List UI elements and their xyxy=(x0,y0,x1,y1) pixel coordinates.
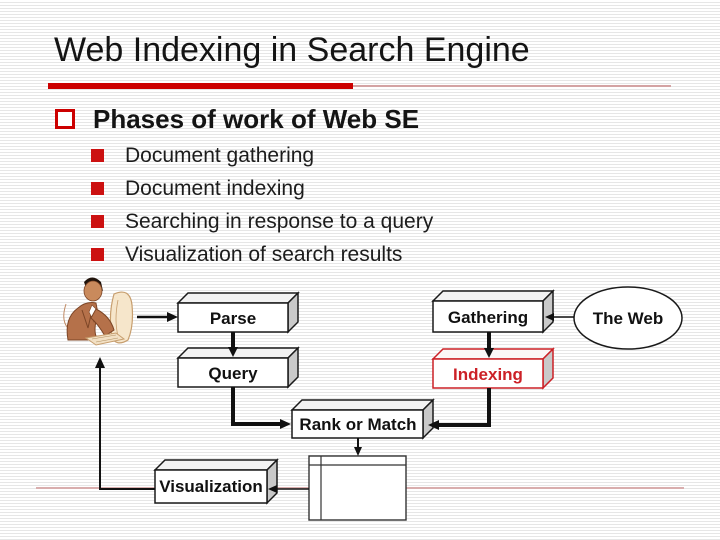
square-outline-bullet-icon xyxy=(55,109,75,129)
bullet-item: Visualization of search results xyxy=(91,238,433,271)
title-underline-thin xyxy=(353,85,671,87)
bullet-item-level1: Phases of work of Web SE xyxy=(55,103,419,135)
bullet-label: Document indexing xyxy=(125,176,305,200)
node-parse-label: Parse xyxy=(210,309,256,328)
node-indexing-label: Indexing xyxy=(453,365,523,384)
bullet-level1-label: Phases of work of Web SE xyxy=(93,103,420,134)
bullet-item: Document gathering xyxy=(91,139,433,172)
node-rank-or-match-label: Rank or Match xyxy=(299,415,416,434)
slide-title: Web Indexing in Search Engine xyxy=(54,31,530,69)
person-at-computer-icon xyxy=(63,277,134,346)
arrow-web-to-gathering xyxy=(545,313,574,321)
node-parse: Parse xyxy=(176,291,300,334)
square-bullet-icon xyxy=(91,248,104,261)
bullet-item: Searching in response to a query xyxy=(91,205,433,238)
bullet-item: Document indexing xyxy=(91,172,433,205)
bullet-label: Visualization of search results xyxy=(125,242,403,266)
node-the-web: The Web xyxy=(573,286,683,350)
node-query-label: Query xyxy=(208,364,258,383)
node-query: Query xyxy=(176,346,300,389)
node-the-web-label: The Web xyxy=(593,309,664,328)
bullet-list-level2: Document gathering Document indexing Sea… xyxy=(91,139,433,271)
arrow-user-to-parse xyxy=(137,312,178,322)
bullet-label: Document gathering xyxy=(125,143,315,167)
node-gathering-label: Gathering xyxy=(448,308,528,327)
arrow-visualization-to-user xyxy=(95,357,155,490)
arrow-query-to-rank xyxy=(231,387,291,429)
arrow-parse-to-query xyxy=(228,332,238,357)
bullet-label: Searching in response to a query xyxy=(125,209,434,233)
node-gathering: Gathering xyxy=(431,289,555,334)
arrow-indexing-to-rank xyxy=(428,388,491,430)
arrow-rank-to-results xyxy=(354,438,362,456)
square-bullet-icon xyxy=(91,182,104,195)
results-document-box xyxy=(308,455,407,521)
node-visualization-label: Visualization xyxy=(159,477,263,496)
square-bullet-icon xyxy=(91,215,104,228)
arrow-gathering-to-indexing xyxy=(484,332,494,358)
node-indexing: Indexing xyxy=(431,347,555,390)
arrow-results-to-visualization xyxy=(268,485,309,493)
square-bullet-icon xyxy=(91,149,104,162)
node-visualization: Visualization xyxy=(153,458,279,505)
title-underline-thick xyxy=(48,83,353,89)
node-rank-or-match: Rank or Match xyxy=(290,398,435,440)
